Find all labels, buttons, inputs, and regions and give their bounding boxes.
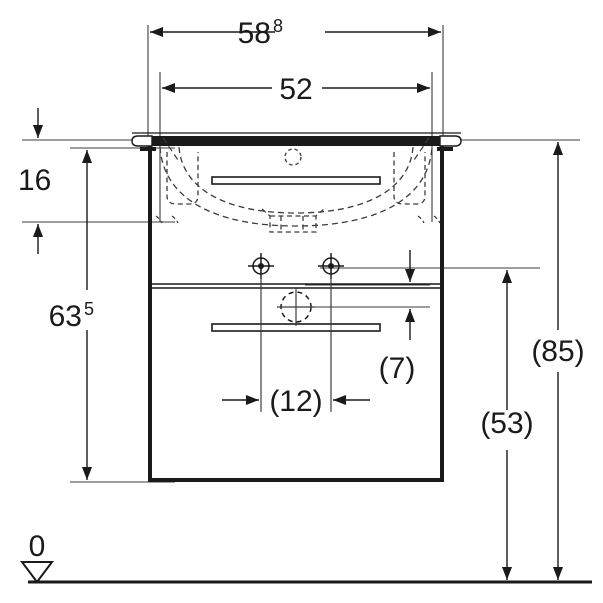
dimension-width-inner: 52 [162, 73, 430, 106]
tap-hole-markers [248, 253, 344, 412]
dimension-label-cabinet-to-floor: (53) [480, 407, 533, 440]
dimension-superscript-unit-height: 5 [84, 299, 94, 319]
dimension-label-total-height-to-floor: (85) [531, 335, 584, 368]
basin-right-recess [393, 152, 426, 205]
basin-corner-ticks [155, 215, 441, 224]
dimension-label-drawer-offset: (7) [379, 352, 416, 385]
datum-marker: 0 [20, 530, 54, 584]
waste-position-marker [277, 288, 315, 326]
basin-shelf-bar [211, 176, 381, 185]
basin-outer-bowl-outline [159, 146, 433, 227]
dimension-label-tap-hole-spacing: (12) [269, 385, 322, 418]
dimension-label-width-overall: 58 [238, 17, 271, 50]
dimension-tap-hole-spacing: (12) [222, 385, 370, 418]
dimension-label-basin-height: 16 [18, 164, 51, 197]
basin-rim-bar [152, 136, 440, 146]
washbasin [131, 132, 462, 233]
basin-right-cap [439, 135, 462, 147]
datum-triangle-icon [20, 561, 54, 584]
crosshair-marker-left [248, 253, 274, 279]
basin-left-recess [166, 152, 199, 205]
dimension-total-height-to-floor: (85) [531, 142, 585, 580]
cabinet-right-wall [440, 146, 444, 482]
dimension-label-unit-height: 63 [49, 300, 82, 333]
basin-right-tab [437, 147, 453, 151]
cabinet-left-wall [148, 146, 152, 482]
basin-trap-outline [261, 208, 325, 233]
dimension-width-overall: 58 8 [150, 16, 441, 50]
vanity-unit-outline [148, 146, 444, 482]
dimension-unit-height: 63 5 [49, 150, 94, 480]
datum-label: 0 [29, 530, 46, 563]
crosshair-marker-right [318, 253, 344, 279]
basin-overflow-hole-icon [284, 148, 302, 166]
dimension-drawer-offset: (7) [379, 250, 416, 385]
dimension-basin-height: 16 [18, 108, 51, 254]
cabinet-bottom [148, 478, 444, 482]
dimension-label-width-inner: 52 [279, 73, 312, 106]
basin-left-cap [131, 135, 153, 147]
dimension-cabinet-to-floor: (53) [480, 270, 534, 580]
dimension-superscript-width-overall: 8 [273, 16, 283, 36]
